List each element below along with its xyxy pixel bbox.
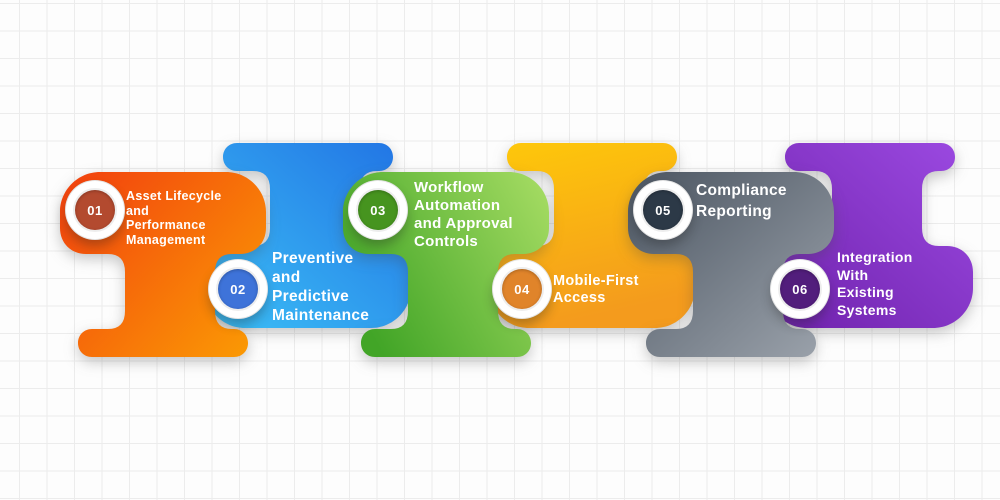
step-title: Compliance Reporting — [696, 182, 787, 220]
step-number: 05 — [655, 202, 671, 218]
step-number: 01 — [87, 202, 103, 218]
infographic-step-3: 03 Workflow Automation and Approval Cont… — [343, 172, 549, 357]
infographic-step-6: 06 Integration With Existing Systems — [767, 143, 973, 328]
step-title: Mobile-First Access — [553, 273, 639, 306]
step-title: Asset Lifecycle and Performance Manageme… — [126, 189, 222, 247]
infographic-step-1: 01 Asset Lifecycle and Performance Manag… — [60, 172, 266, 357]
step-badge: 01 — [66, 181, 124, 239]
step-title: Workflow Automation and Approval Control… — [414, 179, 513, 250]
step-badge: 03 — [349, 181, 407, 239]
step-title: Preventive and Predictive Maintenance — [272, 250, 370, 324]
step-title: Integration With Existing Systems — [837, 249, 913, 318]
step-badge: 05 — [634, 181, 692, 239]
step-number: 04 — [514, 281, 530, 297]
step-badge: 04 — [493, 260, 551, 318]
step-number: 02 — [230, 281, 246, 297]
step-badge: 06 — [771, 260, 829, 318]
step-badge: 02 — [209, 260, 267, 318]
step-number: 03 — [370, 202, 386, 218]
step-number: 06 — [792, 281, 808, 297]
